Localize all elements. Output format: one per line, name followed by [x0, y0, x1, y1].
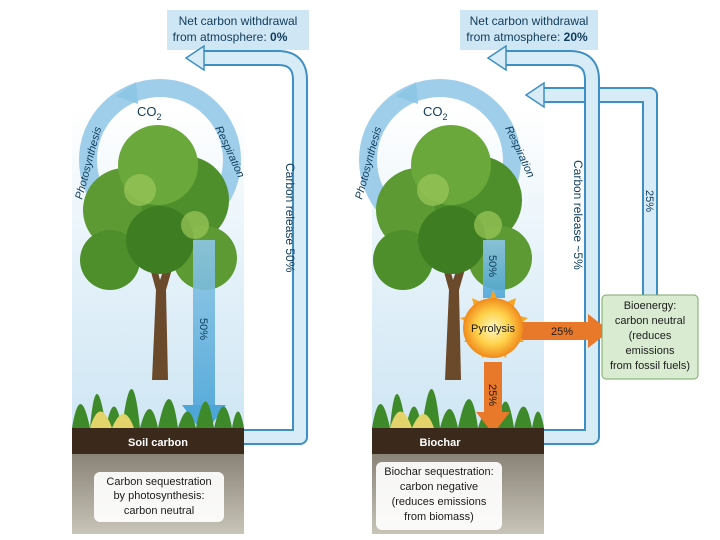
- right-header-prefix: from atmosphere:: [466, 30, 563, 44]
- left-co2-sub: 2: [157, 112, 162, 122]
- right-caption-line4: from biomass): [404, 511, 474, 523]
- bioenergy-line5: from fossil fuels): [610, 360, 690, 372]
- right-header-line1: Net carbon withdrawal: [470, 14, 589, 28]
- right-caption-line1: Biochar sequestration:: [384, 466, 493, 478]
- bioenergy-line1: Bioenergy:: [624, 300, 677, 312]
- left-header-value: 0%: [270, 30, 288, 44]
- right-header-value: 20%: [564, 30, 588, 44]
- left-caption-line1: Carbon sequestration: [106, 476, 211, 488]
- right-carbon-release-label: Carbon release ~5%: [571, 160, 585, 270]
- bioenergy-line3: (reduces: [629, 330, 672, 342]
- right-bioenergy-return-label: 25%: [643, 190, 655, 212]
- right-to-biochar-label: 25%: [486, 384, 498, 406]
- left-header-line2: from atmosphere: 0%: [173, 30, 288, 44]
- right-header-line2: from atmosphere: 20%: [466, 30, 588, 44]
- left-soil-label: Soil carbon: [128, 437, 188, 449]
- right-bioenergy-arrowhead: [526, 83, 544, 107]
- right-to-bioenergy-label: 25%: [551, 326, 573, 338]
- bioenergy-line2: carbon neutral: [615, 315, 685, 327]
- right-co2-sub: 2: [443, 112, 448, 122]
- bioenergy-line4: emissions: [626, 345, 675, 357]
- left-header-line1: Net carbon withdrawal: [179, 14, 298, 28]
- left-co2-text: CO: [137, 104, 157, 119]
- right-panel: Net carbon withdrawal from atmosphere: 2…: [353, 10, 698, 534]
- right-caption-line3: (reduces emissions: [392, 496, 487, 508]
- right-down-label: 50%: [486, 255, 498, 277]
- pyrolysis-label: Pyrolysis: [471, 323, 516, 335]
- left-panel: Net carbon withdrawal from atmosphere: 0…: [72, 10, 309, 534]
- left-carbon-release-label: Carbon release 50%: [283, 163, 297, 273]
- left-down-label: 50%: [197, 318, 209, 340]
- right-soil-label: Biochar: [420, 437, 462, 449]
- left-caption-line2: by photosynthesis:: [113, 490, 204, 502]
- left-header-prefix: from atmosphere:: [173, 30, 270, 44]
- right-co2-text: CO: [423, 104, 443, 119]
- right-caption-line2: carbon negative: [400, 481, 478, 493]
- left-caption-line3: carbon neutral: [124, 505, 194, 517]
